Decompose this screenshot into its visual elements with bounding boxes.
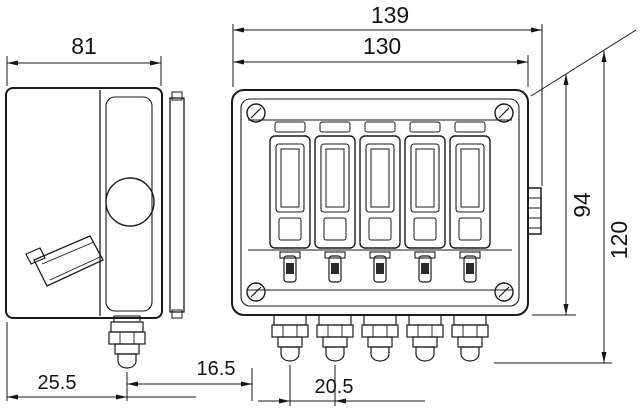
dim-edge-offset-label: 16.5 (197, 358, 236, 380)
cable-gland (271, 314, 309, 362)
dim-enclosure-width-130: 130 (233, 33, 529, 87)
dim-enclosure-height-label: 94 (569, 192, 595, 218)
dim-gland-spacing-label: 20.5 (315, 376, 354, 398)
arrester-module (449, 121, 491, 283)
dim-depth-81: 81 (6, 33, 162, 86)
corner-screw (494, 282, 514, 302)
dim-enclosure-width-label: 130 (363, 33, 401, 59)
dim-overall-height-label: 120 (606, 221, 632, 259)
cover-inner-outline (105, 96, 153, 312)
front-view (231, 89, 542, 362)
corner-screw (246, 282, 266, 302)
arrester-module (314, 121, 356, 283)
dim-overall-width-label: 139 (371, 2, 409, 28)
dim-overall-height-120: 120 (494, 51, 632, 364)
dim-gland-offset-25-5: 25.5 (6, 322, 196, 401)
side-view (5, 87, 185, 369)
cable-gland (361, 314, 399, 362)
dim-enclosure-height-94: 94 (530, 29, 637, 316)
cable-gland (451, 314, 489, 362)
extension-line (530, 29, 637, 97)
side-flange (527, 187, 542, 235)
mounting-bracket (169, 91, 185, 319)
cable-gland-side (108, 321, 146, 369)
arrester-module (404, 121, 446, 283)
corner-screw (494, 103, 514, 123)
arrester-module (269, 121, 311, 283)
dim-gland-spacing-20-5: 20.5 (258, 365, 425, 406)
knockout-circle (105, 177, 155, 227)
cover-clamp (25, 235, 104, 287)
dim-overall-width-139: 139 (232, 2, 543, 186)
dim-depth-label: 81 (71, 33, 97, 59)
dim-gland-offset-label: 25.5 (38, 372, 77, 394)
front-enclosure-inner (240, 98, 520, 307)
dim-edge-offset-16-5: 16.5 (127, 358, 253, 401)
side-enclosure-body (5, 87, 163, 319)
arrester-module (359, 121, 401, 283)
dimensions: 81 139 130 94 120 (6, 2, 637, 406)
cable-gland (406, 314, 444, 362)
corner-screw (246, 103, 266, 123)
cable-gland (316, 314, 354, 362)
